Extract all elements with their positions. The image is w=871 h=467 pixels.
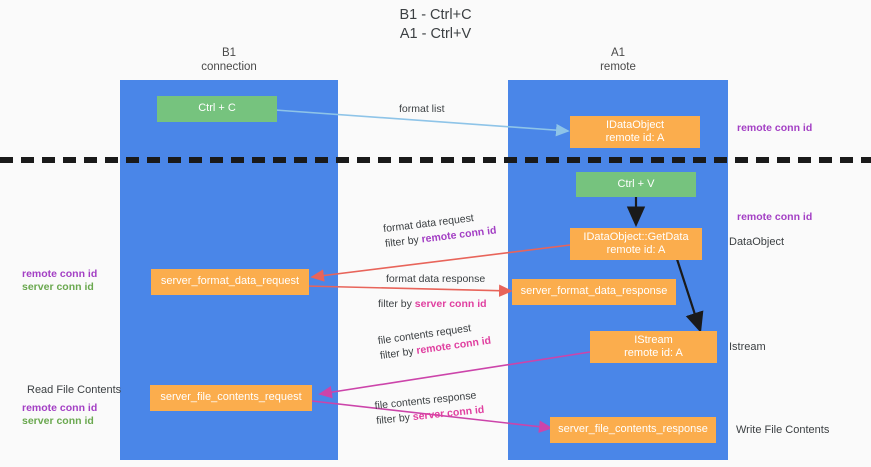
annotation-write-file-contents: Write File Contents <box>736 424 830 436</box>
label-format-data-response-filter: filter by server conn id <box>378 298 487 312</box>
annotation-remote-conn-id-mid: remote conn id <box>737 211 813 223</box>
column-header-b1: B1 connection <box>201 47 257 73</box>
label-format-data-response: format data response <box>386 273 486 285</box>
arrow-format-list <box>274 109 570 137</box>
label-format-list: format list <box>399 103 445 115</box>
box-idataobject-getdata[interactable]: IDataObject::GetData remote id: A <box>570 228 702 260</box>
arrow-format-data-response <box>304 284 513 297</box>
section-divider <box>0 157 871 163</box>
arrow-file-contents-request <box>318 351 591 399</box>
filter-by-text: filter by <box>384 233 423 250</box>
annotation-left-remote-conn-id-bottom: remote conn id <box>22 402 98 414</box>
box-idataobject[interactable]: IDataObject remote id: A <box>570 116 700 148</box>
box-server-format-data-request[interactable]: server_format_data_request <box>151 269 309 295</box>
box-ctrl-c[interactable]: Ctrl + C <box>157 96 277 122</box>
annotation-read-file-contents: Read File Contents <box>27 384 122 396</box>
box-server-file-contents-request[interactable]: server_file_contents_request <box>150 385 312 411</box>
annotation-dataobject: DataObject <box>729 236 785 248</box>
annotation-left-remote-conn-id-mid: remote conn id <box>22 268 98 280</box>
box-server-file-contents-response[interactable]: server_file_contents_response <box>550 417 716 443</box>
box-istream[interactable]: IStream remote id: A <box>590 331 717 363</box>
box-server-format-data-response[interactable]: server_format_data_response <box>512 279 676 305</box>
box-ctrl-v[interactable]: Ctrl + V <box>576 172 696 197</box>
page-title: B1 - Ctrl+C A1 - Ctrl+V <box>399 7 472 42</box>
arrow-file-contents-response <box>311 400 553 433</box>
filter-server-conn-id: server conn id <box>414 298 487 310</box>
arrow-format-data-request <box>310 244 571 282</box>
filter-by-text: filter by <box>375 410 414 427</box>
column-header-a1: A1 remote <box>600 47 636 73</box>
annotation-istream: Istream <box>729 341 766 353</box>
filter-by-text: filter by <box>378 298 415 310</box>
arrow-getdata-to-istream <box>674 255 704 333</box>
annotation-left-server-conn-id-mid: server conn id <box>22 281 94 293</box>
annotation-left-server-conn-id-bottom: server conn id <box>22 415 94 427</box>
annotation-remote-conn-id-top: remote conn id <box>737 122 813 134</box>
